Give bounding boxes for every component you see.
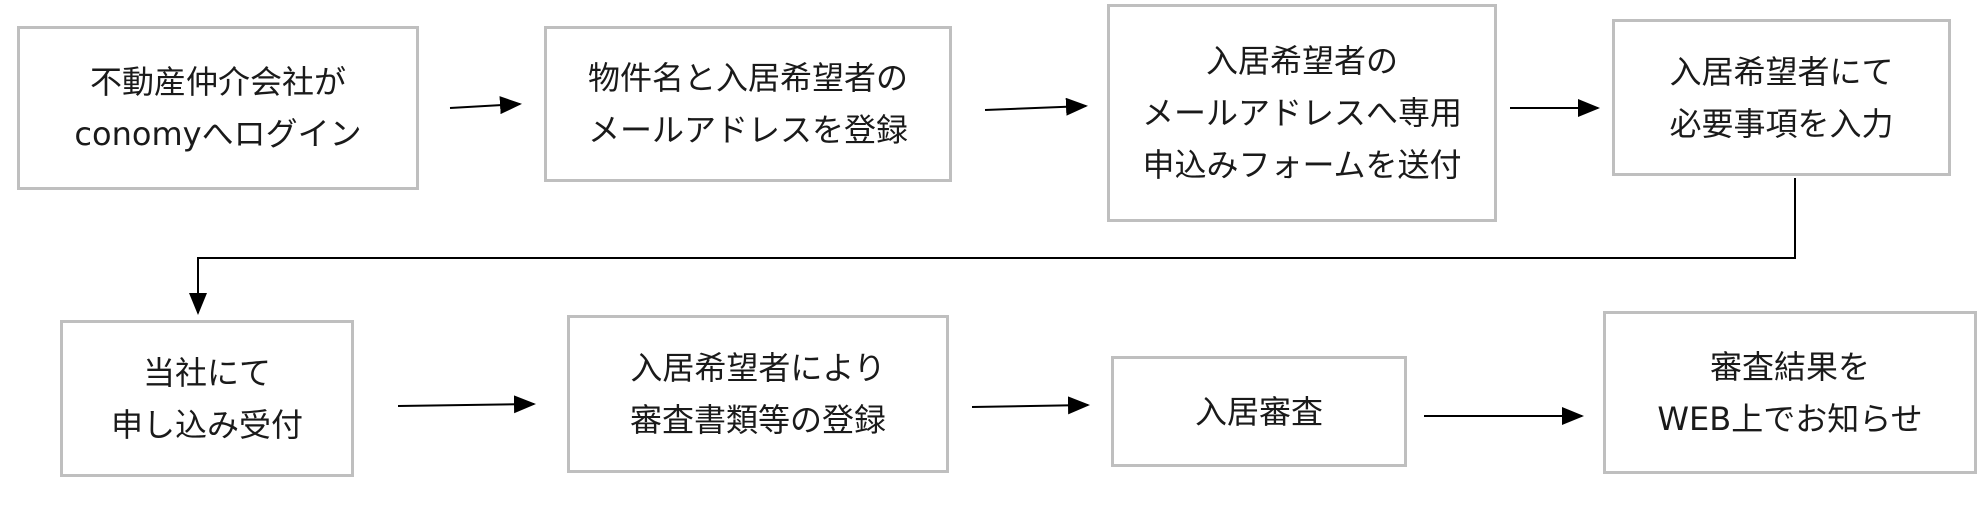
step-3-line-2: メールアドレスへ専用 bbox=[1141, 94, 1462, 132]
step-4-line-1: 入居希望者にて bbox=[1669, 52, 1894, 91]
step-1-line-1: 不動産仲介会社が bbox=[89, 63, 346, 101]
step-8-box: 審査結果を WEB上でお知らせ bbox=[1603, 311, 1977, 474]
step-7-box: 入居審査 bbox=[1111, 356, 1407, 467]
arrow-2-3 bbox=[984, 97, 1088, 116]
step-2-line-1: 物件名と入居希望者の bbox=[587, 59, 908, 97]
step-6-box: 入居希望者により 審査書類等の登録 bbox=[567, 315, 949, 473]
step-7-line-1: 入居審査 bbox=[1194, 392, 1323, 431]
arrow-6-7 bbox=[971, 396, 1090, 415]
step-6-line-1: 入居希望者により bbox=[630, 349, 886, 387]
step-1-line-2: conomyへログイン bbox=[74, 115, 362, 153]
step-5-box: 当社にて 申し込み受付 bbox=[60, 320, 354, 477]
step-2-box: 物件名と入居希望者の メールアドレスを登録 bbox=[544, 26, 952, 182]
step-4-line-2: 必要事項を入力 bbox=[1669, 104, 1894, 143]
step-8-line-1: 審査結果を bbox=[1709, 347, 1870, 386]
step-5-line-1: 当社にて bbox=[142, 353, 271, 392]
arrow-4-5 bbox=[189, 178, 1796, 315]
step-2-line-2: メールアドレスを登録 bbox=[587, 111, 908, 149]
arrow-1-2 bbox=[449, 96, 522, 115]
step-5-line-2: 申し込み受付 bbox=[110, 405, 303, 444]
step-3-line-1: 入居希望者の bbox=[1205, 42, 1398, 80]
step-3-box: 入居希望者の メールアドレスへ専用 申込みフォームを送付 bbox=[1107, 4, 1497, 222]
step-3-line-3: 申込みフォームを送付 bbox=[1142, 146, 1462, 184]
step-4-box: 入居希望者にて 必要事項を入力 bbox=[1612, 19, 1951, 176]
step-1-box: 不動産仲介会社が conomyへログイン bbox=[17, 26, 419, 190]
arrow-5-6 bbox=[397, 395, 536, 414]
step-8-line-2: WEB上でお知らせ bbox=[1657, 399, 1923, 438]
step-6-line-2: 審査書類等の登録 bbox=[629, 401, 886, 439]
